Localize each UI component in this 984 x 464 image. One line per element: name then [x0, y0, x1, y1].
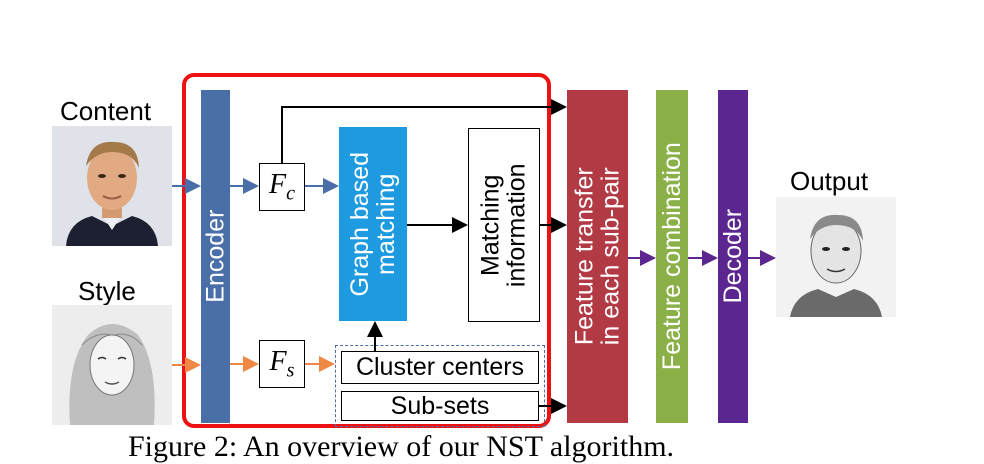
- feature-combination-block: Feature combination: [656, 90, 688, 423]
- graph-matching-block: Graph based matching: [339, 127, 407, 321]
- encoder-block: Encoder: [201, 90, 230, 423]
- fs-subscript: s: [286, 359, 295, 382]
- decoder-block: Decoder: [718, 90, 748, 423]
- cluster-group: [335, 345, 545, 427]
- cluster-centers-box: Cluster centers: [341, 351, 539, 384]
- connector-lines: [172, 99, 776, 414]
- sub-sets-box: Sub-sets: [341, 391, 539, 421]
- style-label: Style: [78, 276, 136, 306]
- feature-transfer-block: Feature transfer in each sub-pair: [567, 90, 628, 423]
- figure-caption: Figure 2: An overview of our NST algorit…: [128, 430, 675, 463]
- output-label: Output: [790, 166, 869, 196]
- output-image: [776, 197, 896, 317]
- arrow-fc-transfer: [281, 99, 567, 163]
- fc-symbol: F: [269, 168, 287, 200]
- fs-feature-box: Fs: [259, 340, 305, 388]
- matching-info-box: Matching information: [468, 128, 540, 322]
- fs-symbol: F: [269, 345, 287, 377]
- content-image: [52, 126, 172, 246]
- fc-subscript: c: [286, 182, 295, 205]
- fc-feature-box: Fc: [259, 163, 305, 211]
- cluster-centers-label: Cluster centers: [355, 353, 525, 381]
- content-label: Content: [60, 96, 152, 126]
- sub-sets-label: Sub-sets: [390, 391, 490, 420]
- style-image: [52, 305, 172, 425]
